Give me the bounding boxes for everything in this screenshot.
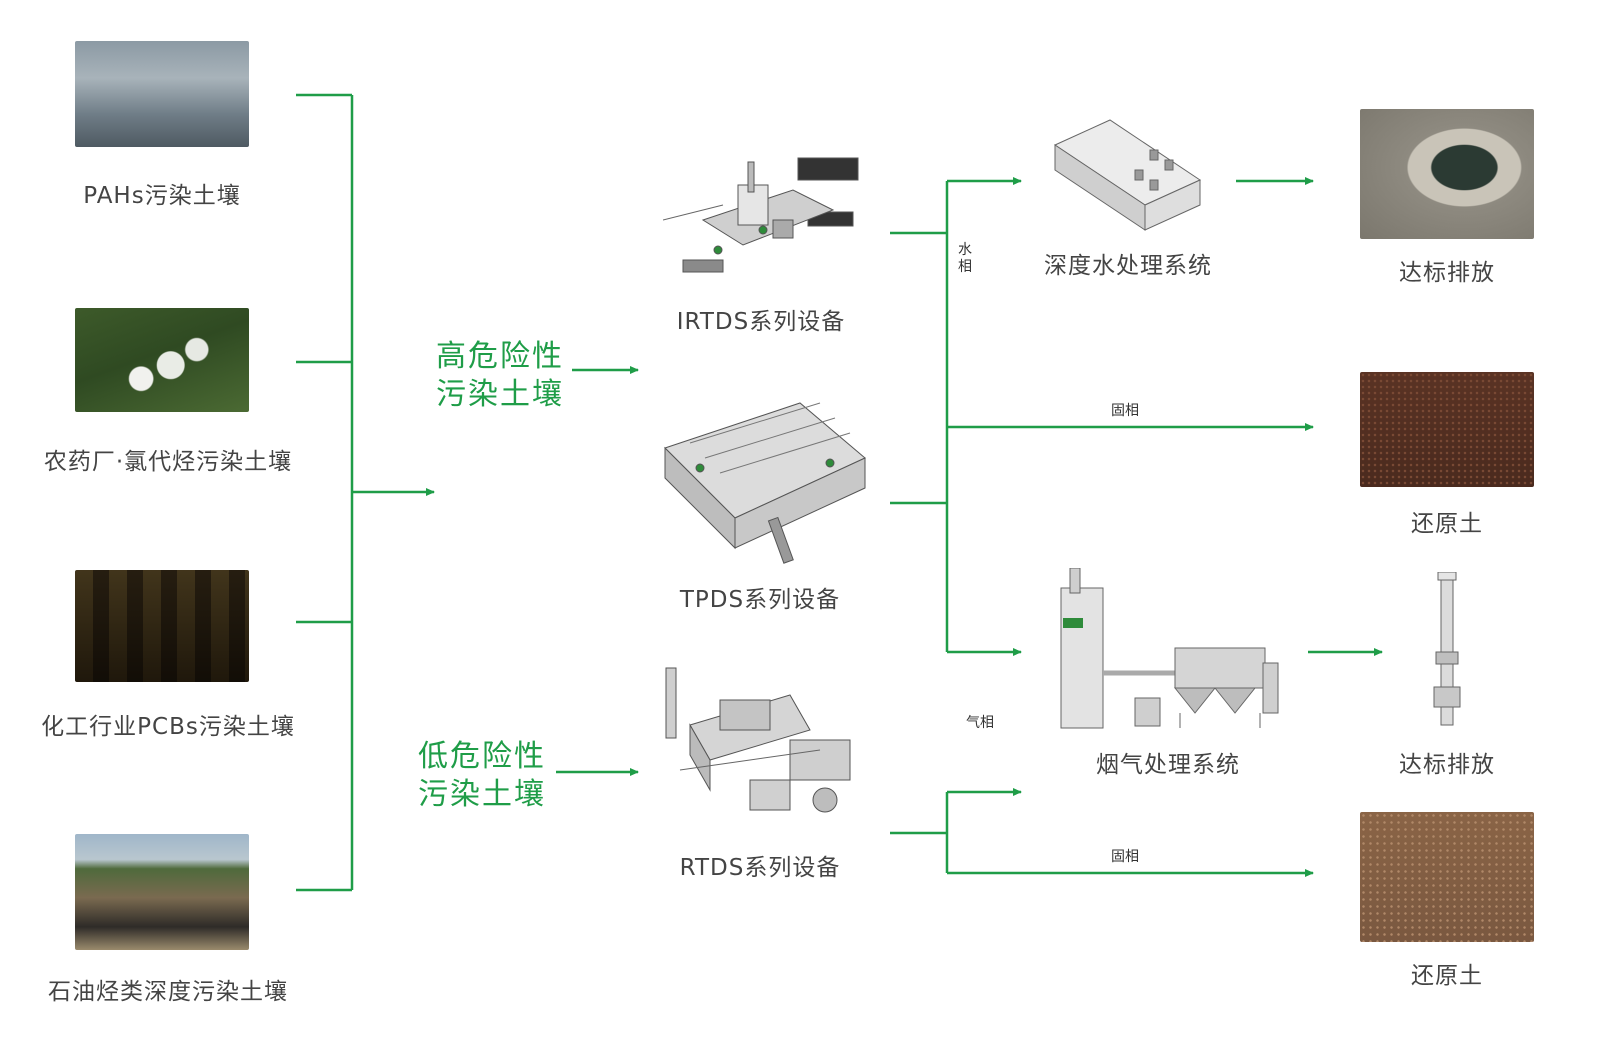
restored-soil-photo-upper	[1360, 372, 1534, 487]
output-label-water-discharge: 达标排放	[1399, 260, 1495, 286]
high-risk-line2: 污染土壤	[436, 377, 564, 412]
low-risk-label: 低危险性 污染土壤	[418, 738, 546, 814]
source-label-oil: 石油烃类深度污染土壤	[48, 979, 288, 1005]
source-label-pahs: PAHs污染土壤	[83, 183, 241, 209]
discharge-water-photo	[1360, 109, 1534, 239]
chimney-stack-illustration	[1433, 572, 1461, 726]
phase-label-solid-lower: 固相	[1111, 849, 1139, 865]
restored-soil-photo-lower	[1360, 812, 1534, 942]
oil-polluted-ground-photo	[75, 834, 249, 950]
phase-label-solid-upper: 固相	[1111, 403, 1139, 419]
treatment-label-water: 深度水处理系统	[1044, 253, 1212, 279]
low-risk-line2: 污染土壤	[418, 777, 546, 812]
equipment-label-irtds: IRTDS系列设备	[676, 309, 846, 335]
rtds-equipment-illustration	[665, 667, 851, 813]
equipment-label-rtds: RTDS系列设备	[679, 855, 841, 881]
treatment-label-gas: 烟气处理系统	[1096, 752, 1240, 778]
chemical-site-photo	[75, 570, 249, 682]
output-label-restored-soil-lower: 还原土	[1411, 963, 1483, 989]
smoky-factory-photo	[75, 41, 249, 147]
tpds-equipment-illustration	[664, 402, 866, 564]
pesticide-bottles-photo	[75, 308, 249, 412]
high-risk-line1: 高危险性	[436, 339, 564, 374]
source-label-pcbs: 化工行业PCBs污染土壤	[41, 714, 295, 740]
source-label-pesticide: 农药厂·氯代烃污染土壤	[43, 449, 293, 475]
irtds-equipment-illustration	[663, 157, 859, 273]
equipment-label-tpds: TPDS系列设备	[679, 587, 841, 613]
phase-label-gas: 气相	[966, 715, 994, 731]
low-risk-line1: 低危险性	[418, 739, 546, 774]
flue-gas-treatment-illustration	[1060, 568, 1279, 729]
output-label-gas-discharge: 达标排放	[1399, 752, 1495, 778]
water-treatment-illustration	[1053, 119, 1202, 231]
high-risk-label: 高危险性 污染土壤	[436, 338, 564, 414]
output-label-restored-soil-upper: 还原土	[1411, 511, 1483, 537]
phase-label-water: 水相	[958, 242, 972, 275]
